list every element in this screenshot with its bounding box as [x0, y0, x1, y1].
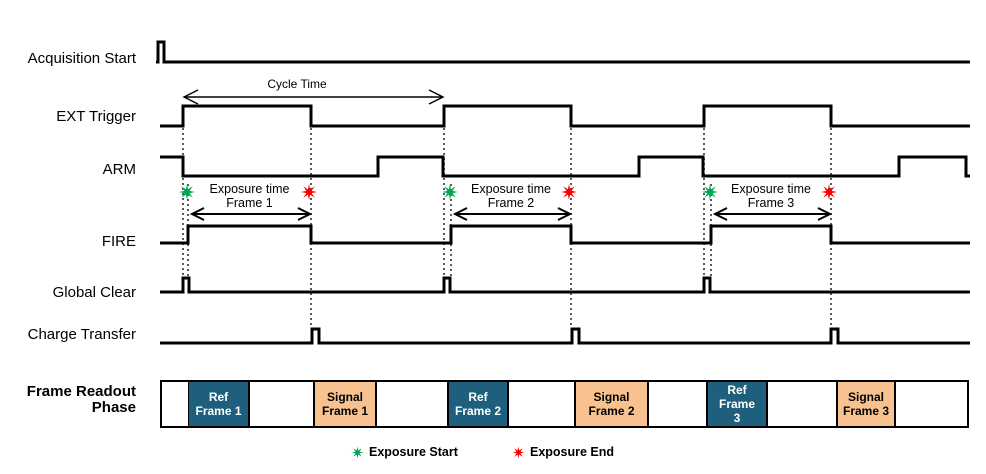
row-label-global-clear: Global Clear [52, 284, 136, 301]
signal-acquisition-start [156, 40, 970, 64]
exposure-end-marker [301, 184, 317, 200]
row-label-fire: FIRE [101, 233, 136, 250]
signal-frame-cell: Signal Frame 2 [576, 382, 649, 426]
exposure-time-arrow-head-left [189, 207, 205, 221]
ref-frame-cell: Ref Frame 3 [708, 382, 768, 426]
row-label-acquisition-start: Acquisition Start [27, 50, 136, 67]
exposure-time-arrow-head-right [297, 207, 313, 221]
readout-blank-cell [250, 382, 315, 426]
row-label-ext-trigger: EXT Trigger [56, 108, 136, 125]
readout-blank-cell [377, 382, 449, 426]
ref-frame-cell: Ref Frame 2 [449, 382, 509, 426]
signal-frame-cell: Signal Frame 3 [838, 382, 896, 426]
legend-exposure-end: Exposure End [512, 444, 614, 460]
frame-readout-bar: Ref Frame 1 Signal Frame 1 Ref Frame 2 Sign… [160, 380, 969, 428]
cycle-time-arrow-head-right [428, 89, 445, 105]
readout-blank-cell [162, 382, 190, 426]
readout-blank-cell [649, 382, 708, 426]
signal-charge-transfer [160, 327, 970, 345]
readout-blank-cell [768, 382, 838, 426]
exposure-start-marker [179, 184, 195, 200]
readout-blank-cell [896, 382, 967, 426]
exposure-time-label: Exposure time Frame 3 [731, 182, 811, 210]
row-label-frame-readout-phase: Frame Readout Phase [26, 383, 136, 416]
exposure-time-label: Exposure time Frame 2 [471, 182, 551, 210]
exposure-end-star-icon [512, 446, 525, 458]
legend-exposure-start: Exposure Start [351, 444, 458, 460]
exposure-end-marker [561, 184, 577, 200]
exposure-start-star-icon [351, 446, 364, 458]
row-label-arm: ARM [102, 161, 136, 178]
row-label-charge-transfer: Charge Transfer [27, 326, 136, 343]
exposure-time-label: Exposure time Frame 1 [209, 182, 290, 210]
signal-ext-trigger [160, 104, 970, 128]
exposure-end-marker [821, 184, 837, 200]
exposure-time-arrow-head-right [817, 207, 833, 221]
legend-exposure-start-label: Exposure Start [369, 445, 458, 459]
cycle-time-arrow-head-left [182, 89, 199, 105]
ref-frame-cell: Ref Frame 1 [189, 382, 250, 426]
legend-exposure-end-label: Exposure End [530, 445, 615, 459]
exposure-time-arrow-head-left [712, 207, 728, 221]
exposure-time-arrow-head-right [557, 207, 573, 221]
signal-arm [160, 155, 970, 178]
exposure-start-marker [442, 184, 458, 200]
signal-frame-cell: Signal Frame 1 [315, 382, 377, 426]
exposure-start-marker [702, 184, 718, 200]
signal-fire [160, 224, 970, 245]
signal-global-clear [160, 276, 970, 294]
cycle-time-label: Cycle Time [267, 77, 327, 91]
exposure-time-arrow-head-left [452, 207, 468, 221]
readout-blank-cell [509, 382, 576, 426]
